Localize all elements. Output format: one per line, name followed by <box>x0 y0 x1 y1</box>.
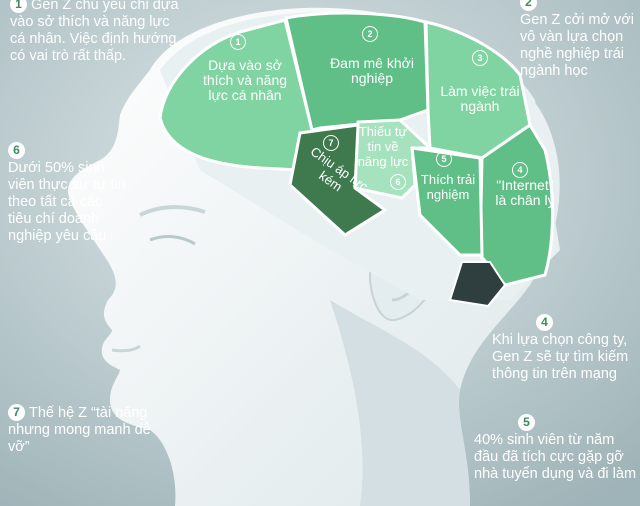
note-4-number: 4 <box>536 314 553 331</box>
brain-region-4 <box>478 122 554 287</box>
region-7-badge: 7 <box>323 135 339 151</box>
note-2-text: Gen Z cởi mở với vô vàn lựa chọn nghề ng… <box>520 12 634 79</box>
region-5-badge: 5 <box>436 151 452 167</box>
region-1-label: Dựa vào sở thích và năng lực cá nhân <box>202 57 288 103</box>
region-6-label: Thiếu tự tin về năng lực <box>357 124 409 169</box>
region-1-badge: 1 <box>230 34 246 50</box>
region-4-badge: 4 <box>512 162 528 178</box>
note-4-text: Khi lựa chọn công ty, Gen Z sẽ tự tìm ki… <box>492 332 629 382</box>
note-5-number: 5 <box>518 414 535 431</box>
note-1-text: Gen Z chủ yếu chỉ dựa vào sở thích và nă… <box>10 0 179 64</box>
region-3-badge: 3 <box>472 50 488 66</box>
note-5-text: 40% sinh viên từ năm đầu đã tích cực gặp… <box>474 432 637 482</box>
note-2-number: 2 <box>520 0 537 11</box>
note-7-number: 7 <box>8 404 25 421</box>
region-5-label: Thích trải nghiệm <box>420 172 476 202</box>
region-3-label: Làm việc trái ngành <box>440 83 520 114</box>
region-2-label: Đam mê khởi nghiệp <box>330 55 414 86</box>
neck-shadow <box>330 300 470 506</box>
note-6-number: 6 <box>8 142 25 159</box>
region-2-badge: 2 <box>362 26 378 42</box>
brain-region-6 <box>353 118 434 200</box>
brain-region-2 <box>284 11 430 132</box>
region-4-label: "Internet" là chân lý <box>495 177 555 208</box>
note-7-text: Thế hệ Z “tài năng nhưng mong manh dễ vỡ… <box>8 405 151 455</box>
mouth <box>111 344 141 353</box>
brain-region-7 <box>288 123 388 237</box>
note-1-number: 1 <box>10 0 27 13</box>
eyebrow <box>139 205 206 217</box>
brain-region-5 <box>410 146 484 257</box>
brain-region-dark <box>448 261 507 308</box>
region-6-badge: 6 <box>390 174 406 190</box>
note-6-text: Dưới 50% sinh viên thực sự tự tin theo t… <box>8 160 126 244</box>
eye <box>149 235 196 246</box>
